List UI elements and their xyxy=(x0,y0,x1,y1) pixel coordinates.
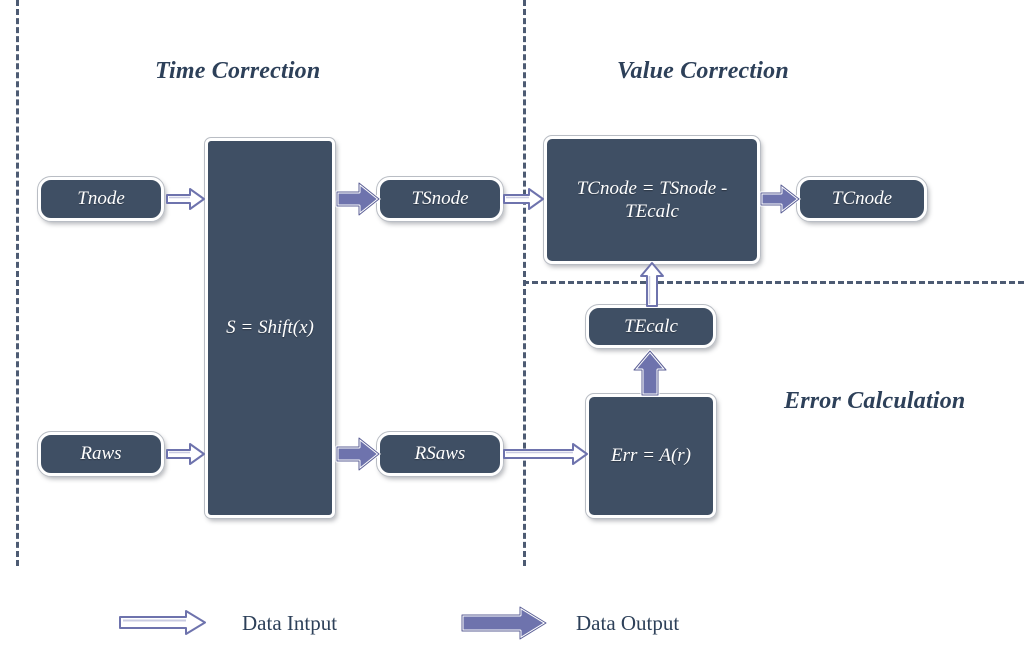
arrow-input-rsaws-to-err xyxy=(503,441,589,467)
legend-item-data-output xyxy=(458,604,550,642)
node-tnode[interactable]: Tnode xyxy=(37,176,165,222)
node-raws[interactable]: Raws xyxy=(37,431,165,477)
section-title-error-calculation: Error Calculation xyxy=(784,388,966,414)
section-title-time-correction: Time Correction xyxy=(155,58,321,84)
node-tecalc[interactable]: TEcalc xyxy=(585,304,717,349)
node-tcnode[interactable]: TCnode xyxy=(796,176,928,222)
filled-arrow-icon xyxy=(460,605,548,641)
node-tsnode[interactable]: TSnode xyxy=(376,176,504,222)
arrow-input-raws-to-shift xyxy=(166,441,206,467)
legend-label-data-output: Data Output xyxy=(576,611,680,635)
legend-label-data-input: Data Intput xyxy=(242,611,338,635)
divider-left-vertical xyxy=(16,0,19,566)
legend-item-data-input xyxy=(118,608,208,638)
arrow-output-shift-to-tsnode xyxy=(334,180,382,218)
node-tcnode-calc[interactable]: TCnode = TSnode - TEcalc xyxy=(543,135,761,265)
divider-horizontal-error xyxy=(523,281,1024,284)
node-rsaws[interactable]: RSaws xyxy=(376,431,504,477)
section-title-value-correction: Value Correction xyxy=(617,58,789,84)
arrow-output-shift-to-rsaws xyxy=(334,435,382,473)
arrow-input-tnode-to-shift xyxy=(166,186,206,212)
hollow-arrow-icon xyxy=(119,610,206,635)
arrow-input-tsnode-to-tcnodecalc xyxy=(503,186,545,212)
arrow-output-err-to-tecalc xyxy=(631,348,669,398)
arrow-input-tecalc-to-tcnodecalc xyxy=(639,262,665,308)
arrow-output-tcnodecalc-to-tcnode xyxy=(758,182,802,216)
node-shift[interactable]: S = Shift(x) xyxy=(204,137,336,519)
node-err[interactable]: Err = A(r) xyxy=(585,393,717,519)
